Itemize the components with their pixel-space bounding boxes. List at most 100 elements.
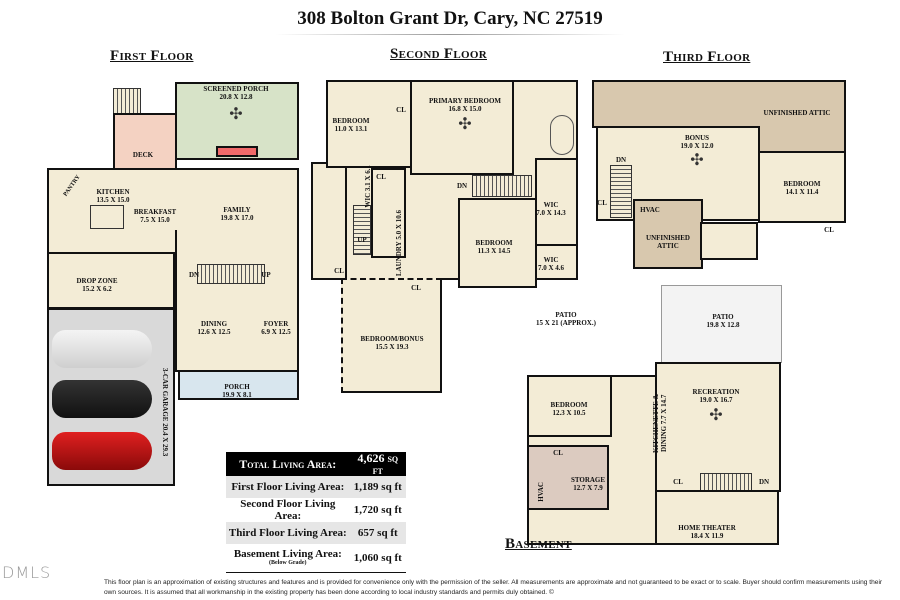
first-floor-heading: First Floor [110,48,194,64]
deck-label: DECK [132,151,154,159]
closet-label: CL [411,284,421,292]
second-floor-heading: Second Floor [390,46,487,62]
area-row: Second Floor Living Area: 1,720 sq ft [226,498,406,522]
area-value: 1,720 sq ft [353,504,402,516]
patio [661,285,782,363]
home-theater [655,490,779,545]
watermark-logo: DMLS [2,563,52,582]
area-value: 1,189 sq ft [349,476,406,498]
front-porch [178,370,299,400]
area-note: (Below Grade) [269,560,307,567]
stairs-down-label: DN [188,271,200,279]
main-stairs [197,264,265,284]
laundry [371,168,406,258]
area-label: Second Floor Living Area: [240,498,336,522]
down-stairs [472,175,532,197]
primary-bedroom [410,80,514,175]
closet-label: CL [553,449,563,457]
closet-label: CL [824,226,834,234]
red-car-image [52,432,152,470]
bathtub-icon [550,115,574,155]
wic-small-label: WIC 3.1 X 6.1 [364,165,372,208]
ceiling-fan-icon: ✣ [709,407,723,424]
stairs-up-label: UP [261,271,271,279]
hall-bath [311,162,347,280]
area-label: First Floor Living Area: [226,476,350,498]
total-area-value: 4,626 sq ft [349,452,406,476]
hvac-label: HVAC [640,206,660,214]
kitchenette-label: KITCHENETTE & DINING 7.7 X 14.7 [652,393,668,453]
stairs-down-label: DN [456,182,468,190]
area-value: 1,060 sq ft [353,551,402,564]
unfinished-attic-top [592,80,846,128]
total-area-row: Total Living Area: 4,626 sq ft [226,452,406,476]
kitchen-island [90,205,124,229]
laundry-label: LAUNDRY 5.0 X 10.6 [395,210,403,277]
third-floor-heading: Third Floor [663,49,751,65]
unfinished-attic-label: UNFINISHED ATTIC [646,234,690,250]
drop-zone-room [47,252,175,309]
white-car-image [52,330,152,368]
unfinished-attic-low [633,199,703,269]
area-row: Basement Living Area:(Below Grade) 1,060… [226,544,406,572]
bedroom-2 [458,198,537,288]
closet-label: CL [376,173,386,181]
black-car-image [52,380,152,418]
ceiling-fan-icon: ✣ [458,116,472,133]
living-area-table: Total Living Area: 4,626 sq ft First Flo… [226,452,406,573]
area-row: First Floor Living Area: 1,189 sq ft [226,476,406,498]
dining-foyer-area [175,230,299,372]
area-value: 657 sq ft [349,522,406,544]
disclaimer: This floor plan is an approximation of e… [104,579,883,596]
area-label: Third Floor Living Area: [226,522,350,544]
closet-label: CL [673,478,683,486]
closet-label: CL [334,267,344,275]
ceiling-fan-icon: ✣ [229,106,243,123]
basement-bedroom [527,375,612,437]
bedroom-bonus [341,278,442,393]
fireplace [216,146,258,157]
closet-label: CL [597,199,607,207]
screened-porch [175,82,299,160]
hvac-label: HVAC [537,482,545,502]
third-bedroom [758,151,846,223]
down-stairs [610,165,632,218]
area-label: Basement Living Area:(Below Grade) [226,544,350,572]
page-title: 308 Bolton Grant Dr, Cary, NC 27519 [297,8,603,29]
garage-label: 3-CAR GARAGE 20.4 X 29.3 [161,368,169,457]
storage-room [527,445,609,510]
third-bath [700,222,758,260]
recreation-room [655,362,781,492]
basement-heading: Basement [505,536,572,552]
stairs-up-label: UP [357,236,367,244]
title-divider [275,34,625,35]
up-stairs [353,205,371,255]
unfinished-attic-label: UNFINISHED ATTIC [763,109,831,117]
deck [113,113,177,171]
stairs-down-label: DN [758,478,770,486]
closet-label: CL [396,106,406,114]
stairs-down-label: DN [615,156,627,164]
